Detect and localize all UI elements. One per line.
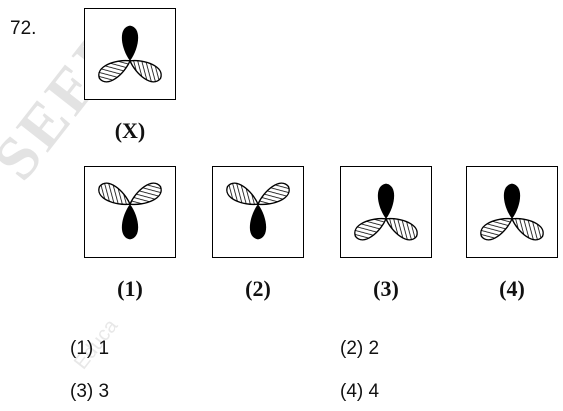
- option-figure-2: [212, 166, 304, 258]
- option-figure-2-label: (2): [245, 276, 271, 301]
- answer-option-3[interactable]: (3) 3: [70, 381, 110, 402]
- question-figure-label: (X): [114, 118, 146, 143]
- option-figure-4-label: (4): [499, 276, 525, 301]
- answer-option-1[interactable]: (1) 1: [70, 338, 110, 359]
- question-figure: [84, 8, 176, 100]
- option-figure-3: [340, 166, 432, 258]
- option-figure-4: [466, 166, 558, 258]
- option-figure-1-label: (1): [117, 276, 143, 301]
- option-figure-1: [84, 166, 176, 258]
- answer-option-2[interactable]: (2) 2: [340, 338, 380, 359]
- option-figure-3-label: (3): [373, 276, 399, 301]
- question-number: 72.: [10, 18, 37, 39]
- answer-option-4[interactable]: (4) 4: [340, 381, 380, 402]
